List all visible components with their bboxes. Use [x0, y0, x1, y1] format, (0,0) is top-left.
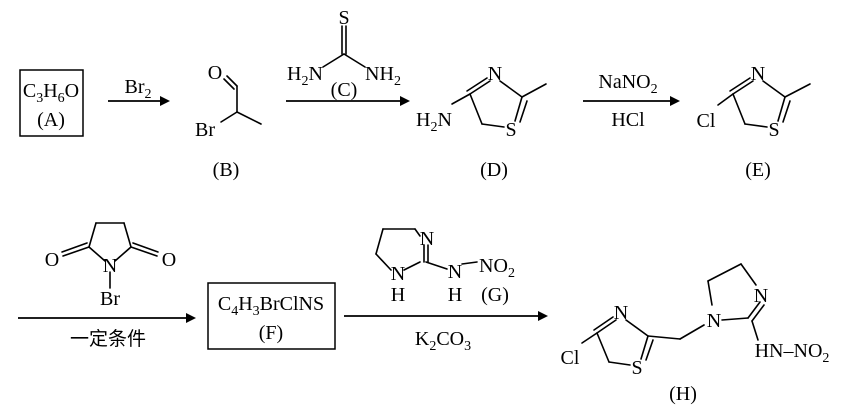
atom-br: Br: [195, 119, 215, 141]
arrow-e-to-f: 一定条件: [18, 313, 196, 350]
compound-a-label: (A): [37, 109, 65, 131]
atom-n: N: [751, 63, 765, 85]
compound-e: N S Cl (E): [697, 63, 811, 181]
nbs-reagent: O O N Br: [45, 222, 176, 310]
hn-no2-group: HN–NO2​: [755, 340, 830, 366]
reagent-k2co3: K2​CO3​: [415, 328, 471, 354]
atom-n-ring: N: [754, 285, 768, 307]
compound-a-formula: C3​H6​O: [23, 80, 79, 106]
amine-right: NH2​: [365, 63, 401, 89]
arrow-f-to-h: K2​CO3​: [344, 311, 548, 354]
compound-g: N N H N H NO2​ (G): [375, 228, 515, 306]
reagent-br2: Br2​: [125, 76, 152, 102]
atom-s: S: [505, 119, 516, 141]
compound-f-formula: C4​H3​BrClNS: [218, 293, 324, 319]
compound-e-label: (E): [745, 159, 771, 181]
compound-g-label: (G): [481, 284, 509, 306]
compound-c-label: (C): [331, 79, 358, 101]
atom-n1: N: [707, 310, 721, 332]
atom-n: N: [488, 63, 502, 85]
atom-amino-n: N: [448, 261, 462, 283]
atom-o-left: O: [45, 249, 59, 271]
atom-h: H: [391, 284, 405, 306]
reagent-nano2: NaNO2​: [598, 71, 657, 97]
compound-b-label: (B): [213, 159, 240, 181]
compound-h-label: (H): [669, 383, 697, 405]
atom-br: Br: [100, 288, 120, 310]
atom-s: S: [338, 7, 349, 29]
compound-h: N S Cl N N HN–NO2​ (H): [561, 263, 830, 405]
amine-left: H2​N: [287, 63, 323, 89]
atom-nh: N: [391, 263, 405, 285]
arrow-b-to-d: [286, 96, 410, 106]
compound-d: N S H2​N (D): [416, 63, 547, 181]
atom-o: O: [208, 62, 222, 84]
compound-f-box: [207, 282, 336, 350]
arrow-a-to-b: Br2​: [108, 76, 170, 106]
compound-f: C4​H3​BrClNS (F): [207, 282, 336, 350]
compound-c: S H2​N NH2​ (C): [287, 7, 401, 101]
atom-amino-h: H: [448, 284, 462, 306]
compound-b: O Br (B): [195, 62, 262, 181]
compound-d-label: (D): [480, 159, 508, 181]
compound-a: C3​H6​O (A): [19, 69, 84, 137]
atom-n-imine: N: [420, 228, 434, 250]
atom-s: S: [631, 357, 642, 379]
arrow-d-to-e: NaNO2​ HCl: [583, 71, 680, 131]
atom-s: S: [768, 119, 779, 141]
atom-n: N: [103, 255, 117, 277]
amine: H2​N: [416, 109, 452, 135]
compound-a-box: [19, 69, 84, 137]
atom-cl: Cl: [561, 347, 580, 369]
nitro-group: NO2​: [479, 255, 515, 281]
condition-text: 一定条件: [70, 328, 146, 350]
atom-o-right: O: [162, 249, 176, 271]
atom-cl: Cl: [697, 110, 716, 132]
atom-n-thiazole: N: [614, 302, 628, 324]
reagent-hcl: HCl: [611, 109, 645, 131]
compound-f-label: (F): [259, 322, 283, 344]
